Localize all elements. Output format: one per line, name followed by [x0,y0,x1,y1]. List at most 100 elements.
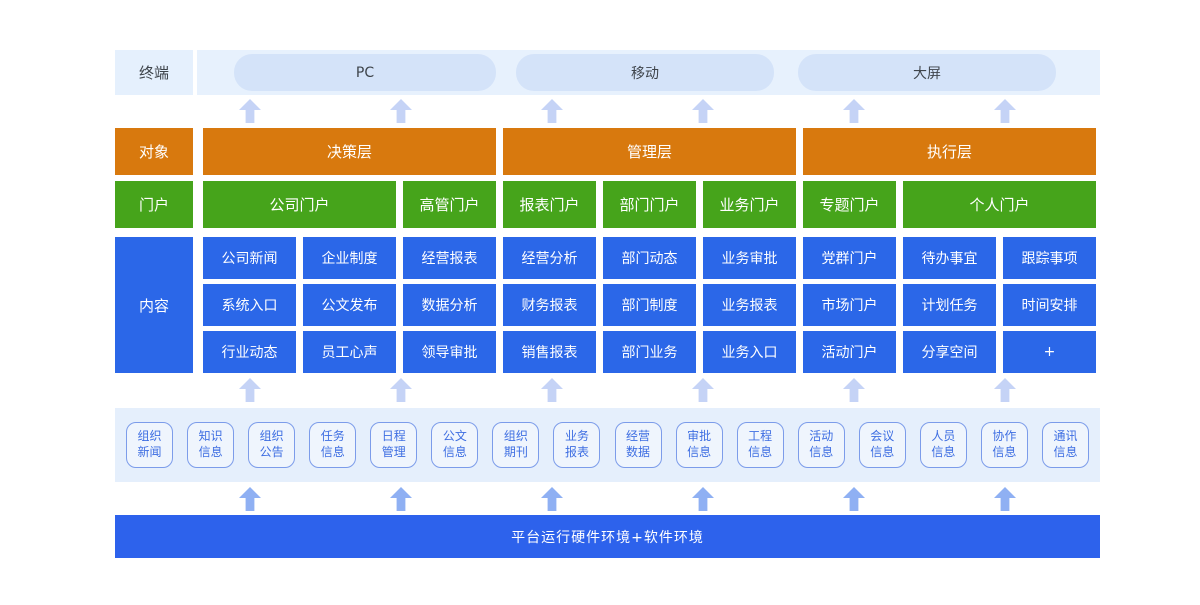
device-pc: PC [234,54,496,91]
portal-executive: 高管门户 [403,181,496,228]
up-arrow-icon [843,487,865,511]
info-chip: 人员信息 [919,422,967,468]
content-item: 计划任务 [903,284,996,326]
audience-row-label: 对象 [115,128,193,175]
portal-personal: 个人门户 [903,181,1096,228]
content-item: 业务入口 [703,331,796,373]
chip-label: 日程管理 [381,429,406,459]
platform-environment-bar: 平台运行硬件环境+软件环境 [115,515,1100,558]
portal-department: 部门门户 [603,181,696,228]
content-item: 行业动态 [203,331,296,373]
info-chip: 会议信息 [858,422,906,468]
content-item: 市场门户 [803,284,896,326]
chip-label: 协作信息 [992,429,1017,459]
device-large-screen: 大屏 [798,54,1056,91]
content-item: 经营报表 [403,237,496,279]
terminal-row-label: 终端 [115,50,193,95]
content-item: 时间安排 [1003,284,1096,326]
terminal-strip: PC 移动 大屏 [197,50,1100,95]
content-item: 部门制度 [603,284,696,326]
layer-decision: 决策层 [203,128,496,175]
up-arrow-icon [843,99,865,123]
chip-label: 通讯信息 [1053,429,1078,459]
up-arrow-icon [390,99,412,123]
up-arrow-icon [541,378,563,402]
info-chip: 组织期刊 [492,422,540,468]
content-add-button: + [1003,331,1096,373]
chip-label: 业务报表 [564,429,589,459]
info-chip: 日程管理 [370,422,418,468]
content-item: 业务审批 [703,237,796,279]
up-arrow-icon [843,378,865,402]
content-item: 活动门户 [803,331,896,373]
portal-company: 公司门户 [203,181,396,228]
content-item: 企业制度 [303,237,396,279]
content-item: 业务报表 [703,284,796,326]
content-item: 待办事宜 [903,237,996,279]
content-item: 公文发布 [303,284,396,326]
chip-label: 会议信息 [870,429,895,459]
content-item: 员工心声 [303,331,396,373]
architecture-diagram: 终端 PC 移动 大屏 对象 决策层 管理层 执行层 门户 公司门户 高管门户 … [115,50,1100,558]
info-chip: 组织新闻 [126,422,173,468]
up-arrow-icon [390,487,412,511]
content-item: 经营分析 [503,237,596,279]
content-item: 跟踪事项 [1003,237,1096,279]
content-item: 部门业务 [603,331,696,373]
up-arrow-icon [541,487,563,511]
up-arrow-icon [541,99,563,123]
chip-label: 知识信息 [198,429,223,459]
chip-label: 经营数据 [626,429,651,459]
chip-label: 工程信息 [748,429,773,459]
portal-topic: 专题门户 [803,181,896,228]
content-item: 销售报表 [503,331,596,373]
chip-label: 活动信息 [809,429,834,459]
chip-label: 审批信息 [687,429,712,459]
up-arrow-icon [994,99,1016,123]
device-mobile: 移动 [516,54,774,91]
audience-row: 决策层 管理层 执行层 [203,128,1100,175]
info-chip: 组织公告 [248,422,296,468]
info-chip: 工程信息 [736,422,784,468]
content-row-label: 内容 [115,237,193,373]
portal-report: 报表门户 [503,181,596,228]
info-chip: 知识信息 [187,422,235,468]
content-item: 领导审批 [403,331,496,373]
layer-management: 管理层 [503,128,796,175]
up-arrow-icon [994,378,1016,402]
info-chip: 协作信息 [980,422,1028,468]
content-item: 数据分析 [403,284,496,326]
portal-row: 公司门户 高管门户 报表门户 部门门户 业务门户 专题门户 个人门户 [203,181,1100,228]
info-chips-strip: 组织新闻 知识信息 组织公告 任务信息 日程管理 公文信息 组织期刊 业务报表 … [115,408,1100,482]
chip-label: 组织公告 [259,429,284,459]
content-item: 系统入口 [203,284,296,326]
content-grid: 公司新闻 企业制度 经营报表 经营分析 部门动态 业务审批 党群门户 待办事宜 … [203,237,1100,373]
up-arrow-icon [994,487,1016,511]
portal-business: 业务门户 [703,181,796,228]
info-chip: 审批信息 [675,422,723,468]
up-arrow-icon [692,487,714,511]
chip-label: 人员信息 [931,429,956,459]
info-chip: 经营数据 [614,422,662,468]
up-arrow-icon [239,487,261,511]
info-chip: 活动信息 [797,422,845,468]
content-item: 部门动态 [603,237,696,279]
portal-row-label: 门户 [115,181,193,228]
up-arrow-icon [692,378,714,402]
info-chip: 任务信息 [309,422,357,468]
up-arrow-icon [239,378,261,402]
chip-label: 公文信息 [442,429,467,459]
chip-label: 任务信息 [320,429,345,459]
content-item: 党群门户 [803,237,896,279]
up-arrow-icon [390,378,412,402]
chip-label: 组织期刊 [503,429,528,459]
info-chip: 通讯信息 [1041,422,1089,468]
up-arrow-icon [239,99,261,123]
chip-label: 组织新闻 [137,429,162,459]
layer-execution: 执行层 [803,128,1096,175]
content-item: 财务报表 [503,284,596,326]
content-item: 公司新闻 [203,237,296,279]
up-arrow-icon [692,99,714,123]
info-chip: 公文信息 [431,422,479,468]
info-chip: 业务报表 [553,422,601,468]
